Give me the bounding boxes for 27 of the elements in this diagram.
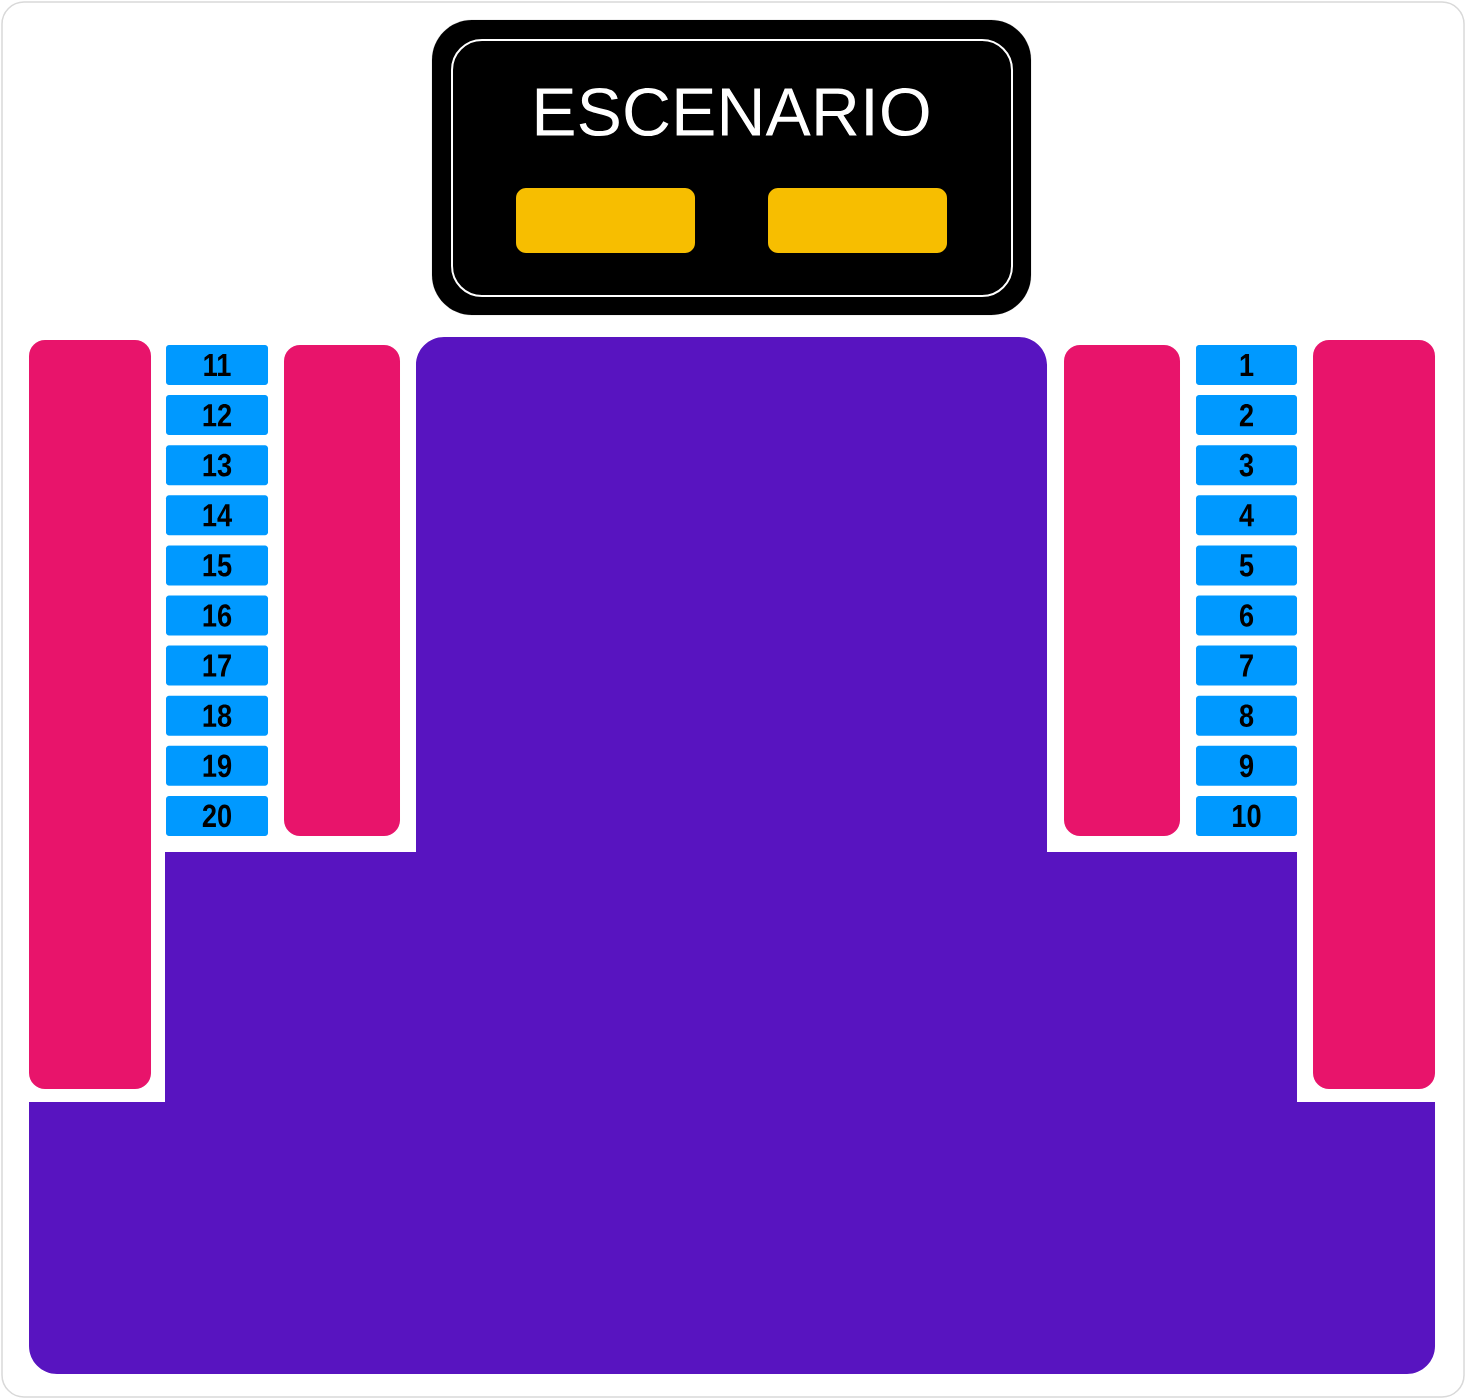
seat-number-box: 14 [166,495,268,536]
seat-number-box: 1 [1196,345,1297,385]
seat-number-box: 5 [1196,545,1297,586]
seat-number-box: 3 [1196,445,1297,486]
seat-number-box: 2 [1196,395,1297,436]
stage-light [768,188,947,253]
seating-section [29,340,151,1089]
seat-number-box: 9 [1196,745,1297,786]
seat-number-box: 15 [166,545,268,586]
seat-number-box: 11 [166,345,268,385]
seat-number-box: 17 [166,645,268,686]
seating-section [1313,340,1435,1089]
seat-number-box: 6 [1196,595,1297,636]
seat-number-box: 13 [166,445,268,486]
stage-light [516,188,695,253]
seat-number-box: 7 [1196,645,1297,686]
floor-area [29,337,1435,1374]
seat-number-box: 18 [166,695,268,736]
seat-number-box: 19 [166,745,268,786]
seat-number-box: 12 [166,395,268,436]
seat-number-box: 20 [166,795,268,836]
seat-number-box: 8 [1196,695,1297,736]
seat-number-box: 16 [166,595,268,636]
seating-section [284,345,400,836]
seat-number-box: 10 [1196,795,1297,836]
seating-section [1064,345,1180,836]
seat-number-box: 4 [1196,495,1297,536]
